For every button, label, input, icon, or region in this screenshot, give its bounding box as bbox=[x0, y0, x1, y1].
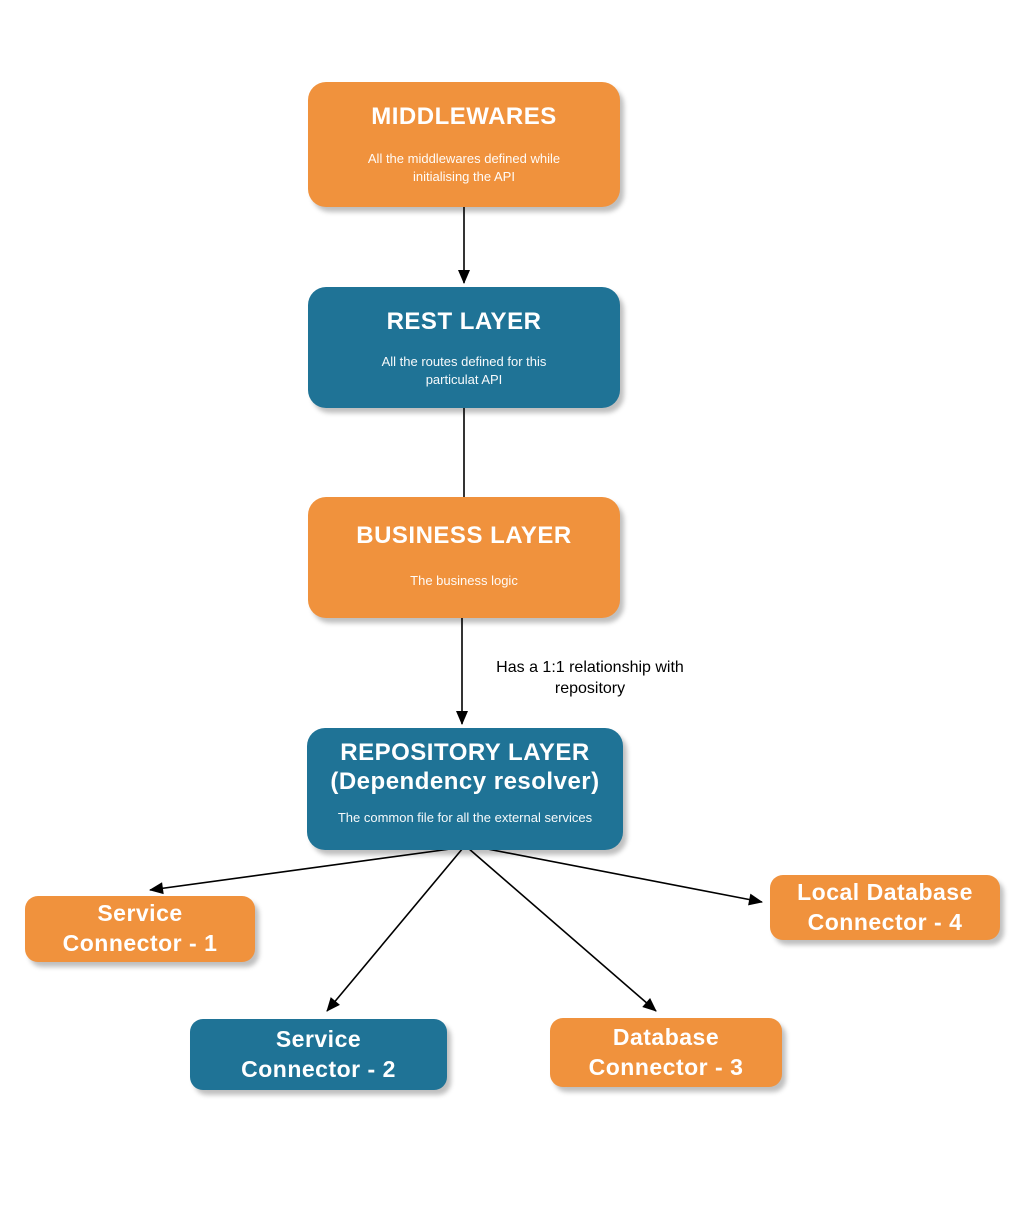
node-repository-layer-subtitle: The common file for all the external ser… bbox=[337, 809, 593, 825]
node-repository-layer-title: REPOSITORY LAYER (Dependency resolver) bbox=[330, 739, 600, 796]
node-service-connector-2: Service Connector - 2 bbox=[190, 1019, 447, 1090]
node-middlewares: MIDDLEWARES All the middlewares defined … bbox=[308, 82, 620, 207]
node-business-layer-subtitle: The business logic bbox=[410, 573, 518, 589]
node-rest-layer-title: REST LAYER bbox=[386, 308, 542, 335]
edge-repository-to-service-connector-1 bbox=[149, 846, 466, 895]
node-middlewares-title: MIDDLEWARES bbox=[371, 103, 557, 130]
node-local-database-connector-4-title: Local Database Connector - 4 bbox=[797, 878, 973, 935]
node-business-layer: BUSINESS LAYER The business logic bbox=[308, 497, 620, 618]
node-repository-layer: REPOSITORY LAYER (Dependency resolver) T… bbox=[307, 728, 623, 850]
node-rest-layer: REST LAYER All the routes defined for th… bbox=[308, 287, 620, 408]
edge-repository-to-database-connector-3 bbox=[467, 847, 657, 1012]
node-service-connector-2-title: Service Connector - 2 bbox=[241, 1025, 396, 1082]
node-rest-layer-subtitle: All the routes defined for this particul… bbox=[381, 354, 547, 388]
node-database-connector-3: Database Connector - 3 bbox=[550, 1018, 782, 1087]
edge-repository-to-local-database-connector-4 bbox=[471, 845, 763, 906]
node-service-connector-1: Service Connector - 1 bbox=[25, 896, 255, 962]
node-business-layer-title: BUSINESS LAYER bbox=[356, 522, 572, 549]
edge-label-business-repository: Has a 1:1 relationship with repository bbox=[496, 659, 684, 697]
edge-repository-to-service-connector-2 bbox=[326, 847, 464, 1012]
node-database-connector-3-title: Database Connector - 3 bbox=[588, 1023, 744, 1080]
node-service-connector-1-title: Service Connector - 1 bbox=[62, 900, 218, 956]
node-local-database-connector-4: Local Database Connector - 4 bbox=[770, 875, 1000, 940]
node-middlewares-subtitle: All the middlewares defined while initia… bbox=[367, 151, 561, 185]
